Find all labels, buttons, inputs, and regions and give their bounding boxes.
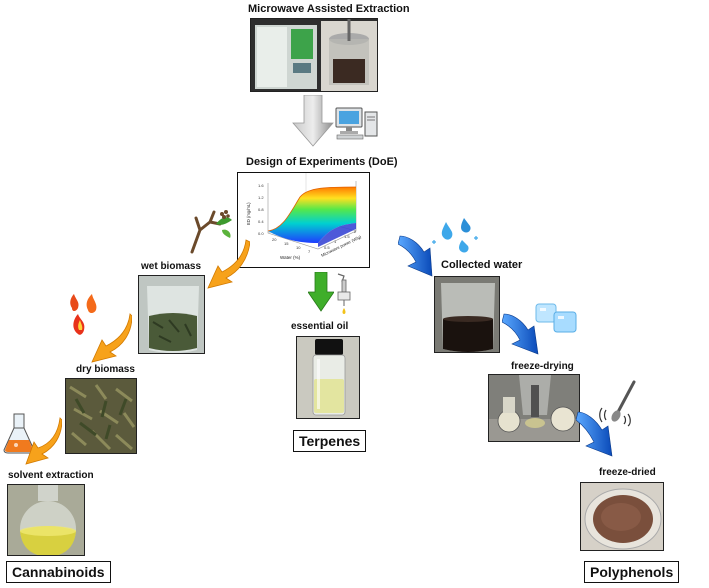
y-tick: 1: [334, 239, 337, 244]
blue-arrow: [502, 313, 539, 355]
dropper-icon: [337, 273, 351, 314]
green-down-arrow: [308, 272, 334, 312]
z-tick: 0.8: [258, 207, 264, 212]
solvent-extraction-photo: [7, 484, 85, 556]
dry-biomass-label: dry biomass: [76, 364, 135, 375]
blue-arrow: [398, 235, 433, 277]
collected-water-label: Collected water: [441, 259, 523, 271]
x-tick: 10: [296, 245, 301, 250]
x-tick: 20: [272, 237, 277, 242]
computer-icon: [335, 107, 378, 140]
freeze-dried-label: freeze-dried: [599, 467, 656, 478]
terpenes-box: Terpenes: [293, 430, 367, 452]
x-tick: 15: [284, 241, 289, 246]
doe-surface-plot: 1.6 1.2 0.8 0.4 0.0 20 15 10 7 0.5 1 1.5…: [237, 172, 370, 268]
x-tick: 7: [308, 249, 311, 254]
wet-biomass-label: wet biomass: [141, 261, 202, 272]
freeze-drying-label: freeze-drying: [511, 361, 574, 372]
flask-icon: [3, 413, 35, 454]
essential-oil-photo: [296, 336, 360, 419]
spatula-icon: [599, 380, 636, 427]
z-tick: 0.4: [258, 219, 264, 224]
z-tick: 1.6: [258, 183, 264, 188]
z-tick: 0.0: [258, 231, 264, 236]
orange-arrow: [91, 313, 132, 363]
y-tick: 1.5: [344, 234, 350, 239]
z-tick: 1.2: [258, 195, 264, 200]
wet-biomass-photo: [138, 275, 205, 354]
freeze-dried-photo: [580, 482, 664, 551]
fire-icon: [70, 294, 97, 335]
y-tick: 2: [354, 229, 357, 234]
y-tick: 0.5: [324, 245, 330, 250]
cannabinoids-box: Cannabinoids: [6, 561, 111, 583]
dry-biomass-photo: [65, 378, 137, 454]
polyphenols-box: Polyphenols: [584, 561, 680, 583]
essential-oil-label: essential oil: [291, 321, 349, 332]
z-axis-label: ED (mg/mL): [246, 202, 251, 225]
water-drops-icon: [432, 218, 478, 253]
grey-down-arrow: [292, 95, 334, 147]
x-axis-label: Water (%): [280, 255, 301, 260]
doe-label: Design of Experiments (DoE): [246, 156, 398, 168]
orange-arrow: [25, 417, 62, 465]
plant-branch-icon: [190, 210, 232, 254]
ice-cubes-icon: [535, 303, 577, 333]
collected-water-photo: [434, 276, 500, 353]
orange-arrow: [207, 239, 250, 289]
solvent-extraction-label: solvent extraction: [8, 470, 94, 481]
blue-arrow: [576, 411, 613, 457]
title-label: Microwave Assisted Extraction: [248, 3, 410, 15]
microwave-photo: [250, 18, 378, 92]
freeze-drying-photo: [488, 374, 580, 442]
